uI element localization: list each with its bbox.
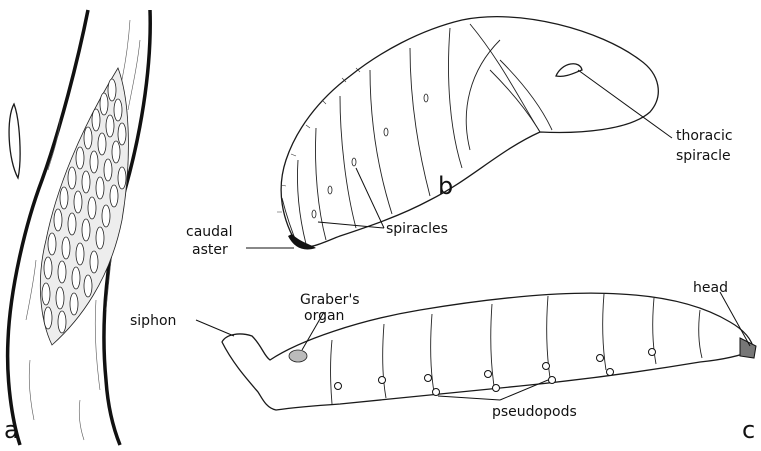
leader-spiracles-1 bbox=[356, 168, 384, 228]
leader-pseudopods-2 bbox=[500, 380, 548, 400]
label-spiracles: spiracles bbox=[386, 221, 448, 237]
panel-b-drawing bbox=[277, 17, 658, 250]
label-thoracic-spiracle-2: spiracle bbox=[676, 148, 731, 164]
pupa-outline bbox=[281, 17, 658, 247]
single-egg bbox=[9, 104, 20, 178]
panel-label-b: b bbox=[438, 172, 453, 200]
egg-raft bbox=[40, 68, 128, 345]
label-head: head bbox=[693, 280, 728, 296]
pupa-spiracles bbox=[312, 94, 428, 218]
panel-a-drawing bbox=[8, 10, 151, 445]
larva-head bbox=[740, 338, 756, 358]
leader-lines bbox=[196, 70, 750, 400]
larva-segments bbox=[331, 294, 703, 404]
label-grabers-organ-1: Graber's bbox=[300, 292, 360, 308]
label-thoracic-spiracle-1: thoracic bbox=[676, 128, 733, 144]
leader-siphon bbox=[196, 320, 234, 336]
grabers-organ-spot bbox=[289, 350, 307, 362]
leader-spiracles-2 bbox=[318, 222, 384, 228]
caudal-aster-fin bbox=[288, 234, 316, 250]
panel-label-a: a bbox=[4, 416, 19, 444]
leader-thoracic bbox=[578, 70, 672, 138]
pupa-bristles bbox=[277, 68, 360, 212]
pupa-legs bbox=[490, 60, 552, 132]
panel-c-drawing bbox=[222, 293, 756, 410]
label-grabers-organ-2: organ bbox=[304, 308, 344, 324]
label-caudal-aster-2: aster bbox=[192, 242, 228, 258]
panel-label-c: c bbox=[742, 416, 755, 444]
leader-pseudopods-1 bbox=[438, 396, 500, 400]
pupa-wingcase bbox=[466, 24, 540, 150]
label-pseudopods: pseudopods bbox=[492, 404, 577, 420]
label-siphon: siphon bbox=[130, 313, 176, 329]
label-caudal-aster-1: caudal bbox=[186, 224, 233, 240]
